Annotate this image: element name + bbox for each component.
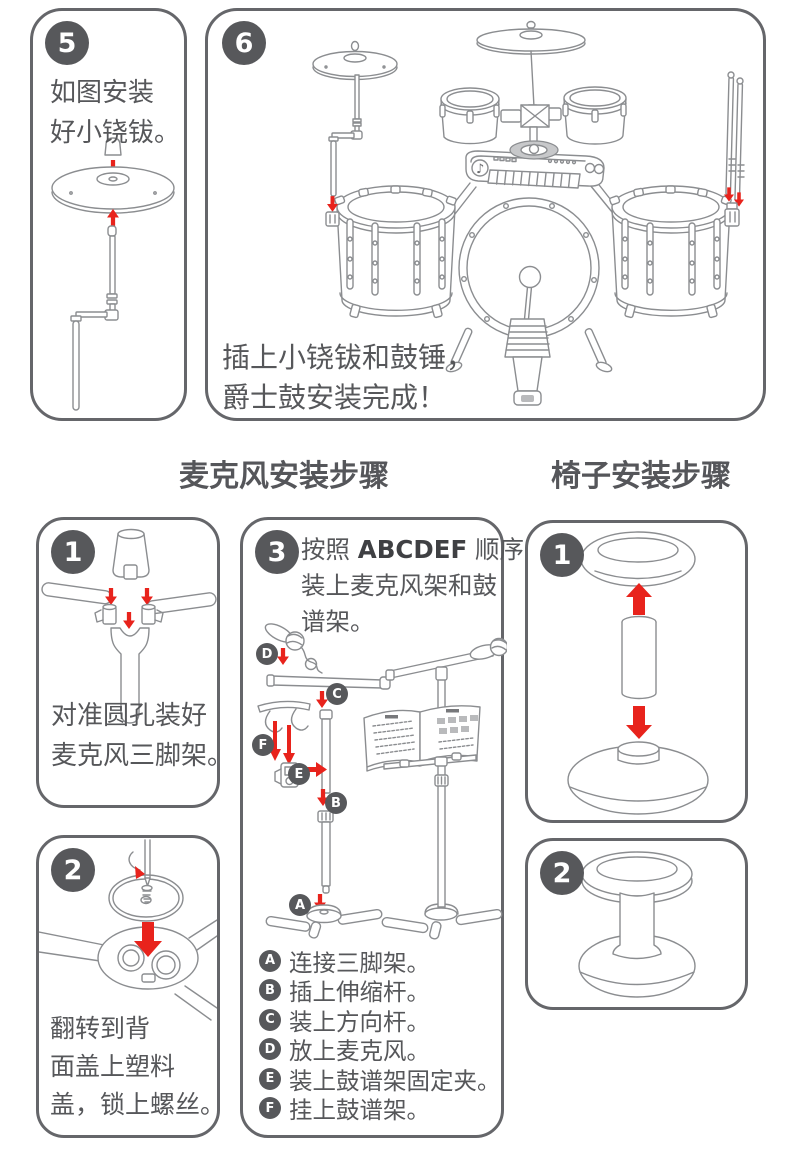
diagram-label-f: F	[252, 734, 274, 756]
diagram-label-a: A	[289, 894, 311, 916]
item-f-badge: F	[259, 1097, 281, 1120]
chair-section-heading: 椅子安装步骤	[551, 459, 731, 494]
item-a-badge: A	[259, 949, 281, 972]
panel-step5: 5 如图安装 好小铙钹。	[30, 8, 187, 421]
mic-step2-number-badge: 2	[51, 848, 95, 892]
small-cymbal-illustration	[51, 137, 175, 411]
chair-step2-number-badge: 2	[540, 851, 584, 895]
diagram-label-c: C	[326, 683, 348, 705]
diagram-label-b: B	[325, 792, 347, 814]
item-c-badge: C	[259, 1008, 281, 1031]
step6-caption: 插上小铙钹和鼓锤， 爵士鼓安装完成！	[222, 341, 475, 414]
step6-number-badge: 6	[222, 21, 266, 65]
tripod-assembly-illustration	[41, 528, 217, 724]
mic-step2-caption: 翻转到背 面盖上塑料 盖，锁上螺丝。	[50, 1014, 226, 1119]
gclef-icon: ♪	[476, 162, 484, 177]
stool-exploded-illustration	[567, 531, 709, 815]
diagram-label-d: D	[256, 643, 278, 665]
tripod-back-cover-illustration	[39, 839, 217, 1021]
panel-mic-step2: 2 翻转到背 面盖上塑料 盖，锁上螺丝。	[36, 835, 225, 1138]
drum-kit-illustration: ♪	[312, 20, 745, 406]
panel-mic-step1: 1 对准圆孔装好 麦克风三脚架。	[36, 517, 233, 808]
panel-step6: 6 插上小铙钹和鼓锤， 爵士鼓安装完成！	[205, 8, 766, 421]
panel-chair-step1: 1	[525, 520, 748, 823]
item-b-badge: B	[259, 979, 281, 1002]
step5-number-badge: 5	[45, 21, 89, 65]
panel-chair-step2: 2	[525, 838, 748, 1010]
item-e-badge: E	[259, 1067, 281, 1090]
panel-mic-step3: 3 按照 ABCDEF 顺序 装上麦克风架和鼓 谱架。	[240, 517, 524, 1138]
step5-caption: 如图安装 好小铙钹。	[50, 78, 181, 148]
mic-section-heading: 麦克风安装步骤	[179, 459, 389, 494]
mic-step3-number-badge: 3	[255, 530, 299, 574]
mic-step1-caption: 对准圆孔装好 麦克风三脚架。	[51, 701, 234, 771]
chair-step1-number-badge: 1	[540, 533, 584, 577]
stool-assembled-illustration	[578, 851, 696, 998]
mic-step3-caption: 按照 ABCDEF 顺序 装上麦克风架和鼓 谱架。	[301, 535, 525, 636]
mic-step1-number-badge: 1	[51, 530, 95, 574]
diagram-label-e: E	[288, 763, 310, 785]
item-d-badge: D	[259, 1038, 281, 1061]
mic-stand-assembly-illustration	[257, 623, 507, 940]
